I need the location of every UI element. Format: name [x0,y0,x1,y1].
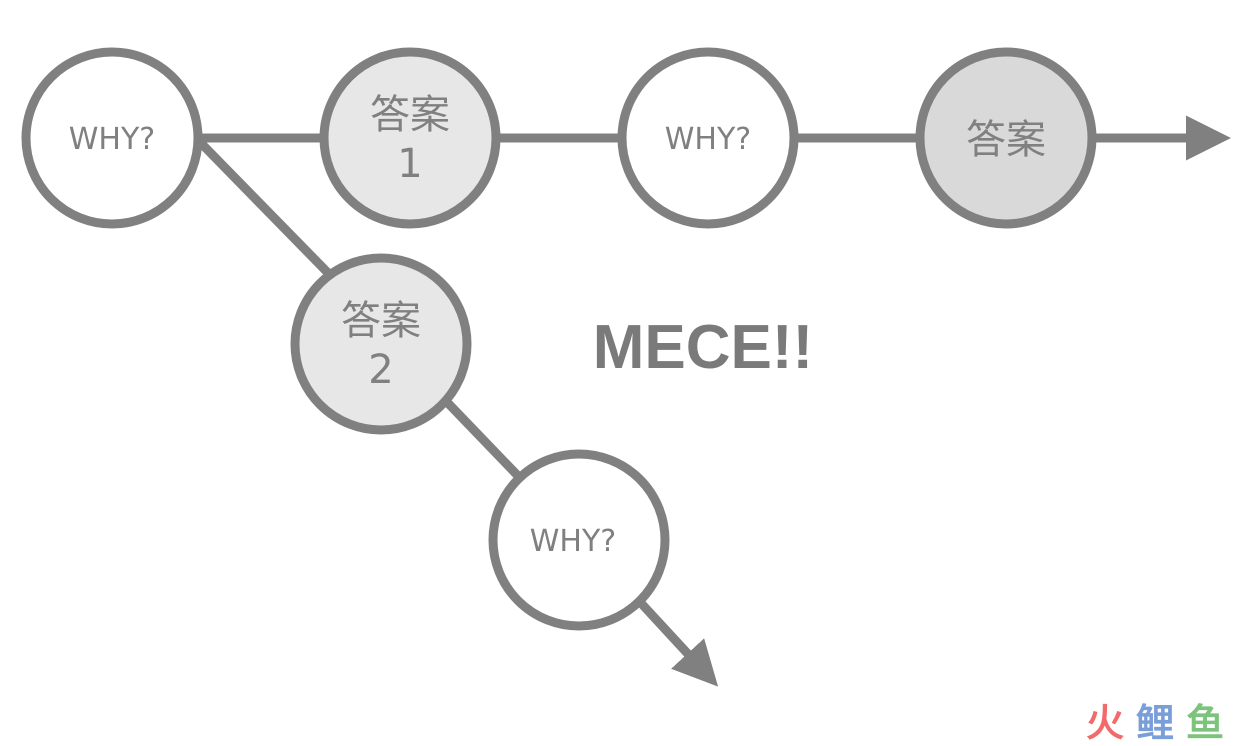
answer-circle [319,47,501,229]
node-label: 答案 [966,117,1046,163]
node-label: WHY? [69,122,155,157]
watermark-char-2: 鲤 [1136,701,1174,745]
node-why-1: WHY? [21,47,203,229]
watermark-char-1: 火 [1086,701,1124,745]
node-answer-2: 答案 2 [290,253,472,435]
watermark-logo: 火 鲤 鱼 [1086,701,1224,745]
node-number: 2 [368,347,393,393]
node-why-2: WHY? [617,47,799,229]
node-number: 1 [397,141,422,187]
mece-headline: MECE!! [593,313,813,382]
node-why-3: WHY? [488,449,670,631]
question-circle [617,47,799,229]
node-label: WHY? [665,122,751,157]
connector-lines [192,115,1231,687]
watermark-char-3: 鱼 [1186,701,1224,745]
answer-circle [290,253,472,435]
node-label: WHY? [530,524,616,559]
question-circle [21,47,203,229]
node-answer-1: 答案 1 [319,47,501,229]
edge-why1-answer2 [192,134,335,280]
node-label: 答案 [370,92,450,138]
question-circle [488,449,670,631]
node-answer-final: 答案 [915,47,1097,229]
final-answer-circle [915,47,1097,229]
node-label: 答案 [341,298,421,344]
arrow-continue-down-right [636,598,719,687]
edge-answer2-why3 [441,396,524,482]
